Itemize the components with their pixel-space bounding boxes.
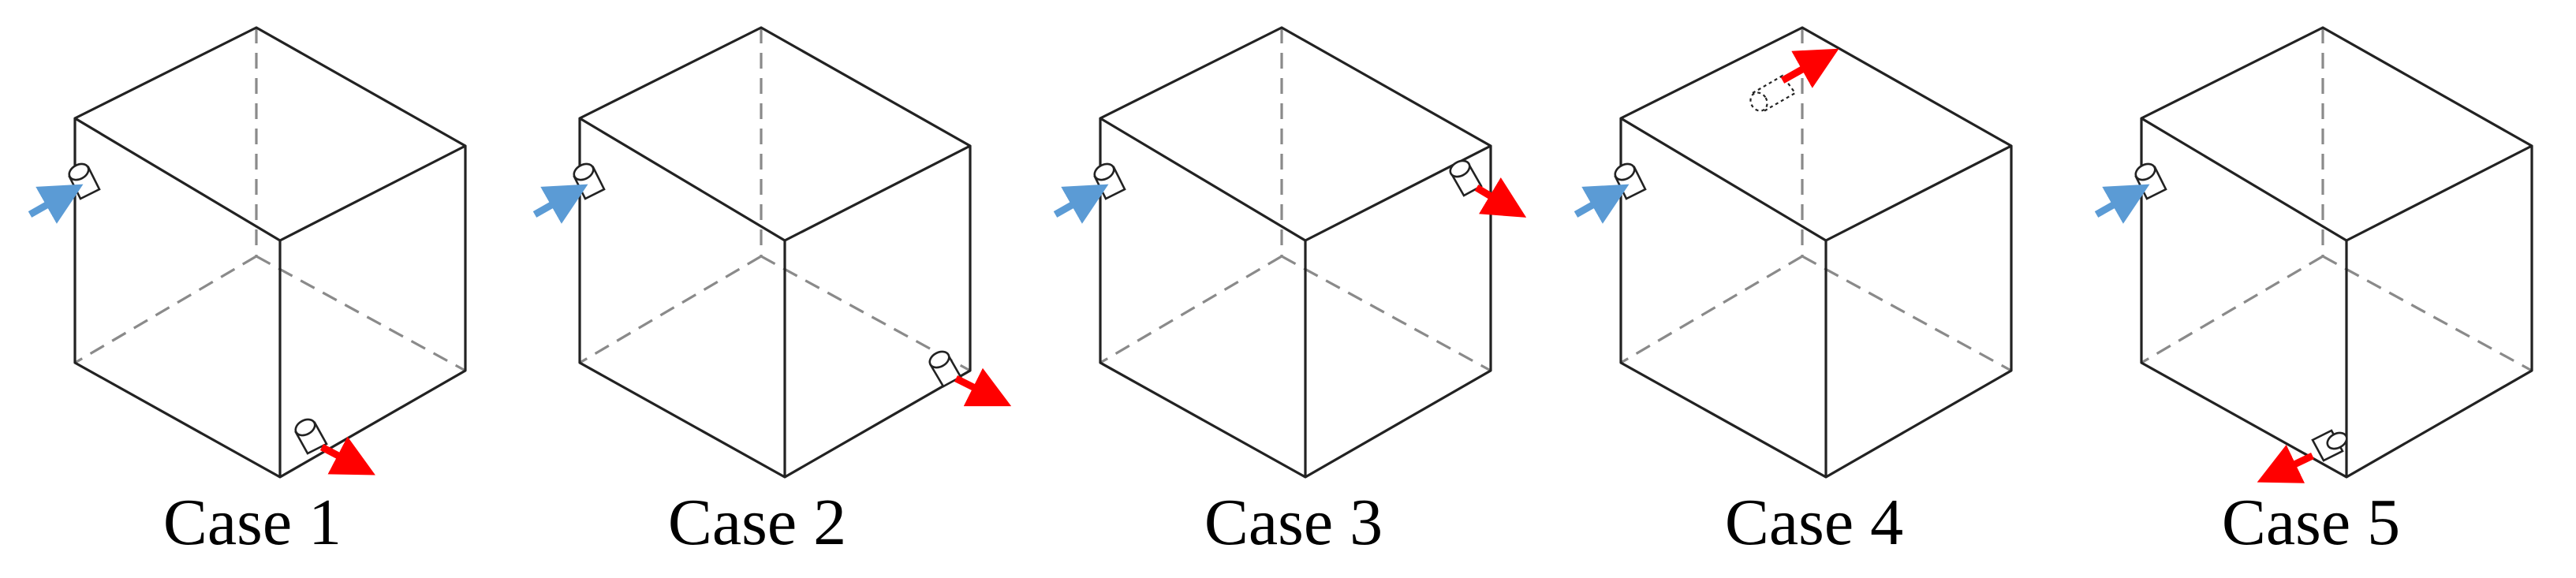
case-1-inlet-port [68,162,101,200]
case-2-inlet-arrow [532,184,588,224]
case-1-outlet-port [294,418,328,455]
case-2-cube [578,26,972,479]
case-4-inlet-arrow [1574,184,1630,224]
case-5-cube [2140,26,2533,479]
case-1-cube [73,26,467,479]
case-5-panel: Case 5 [2094,26,2533,559]
case-2-label: Case 2 [668,486,846,559]
case-4-panel: Case 4 [1574,26,2013,559]
case-3-outlet-arrow [1474,177,1527,218]
case-1-label: Case 1 [163,486,342,559]
case-3-inlet-arrow [1053,184,1109,224]
case-1-inlet-arrow [28,184,84,224]
case-3-cube [1099,26,1492,479]
case-2-inlet-port [573,162,606,200]
case-4-label: Case 4 [1725,486,1903,559]
case-3-inlet-port [1093,162,1126,200]
case-4-cube [1619,26,2013,479]
case-3-label: Case 3 [1204,486,1383,559]
case-5-outlet-port [2311,429,2348,462]
case-4-outlet-arrow [1780,48,1839,88]
case-4-inlet-port [1614,162,1647,200]
case-2-outlet-arrow [954,367,1012,407]
case-1-outlet-arrow [319,436,375,475]
case-5-inlet-port [2134,162,2167,200]
case-5-inlet-arrow [2094,184,2150,224]
case-3-panel: Case 3 [1053,26,1527,559]
case-5-label: Case 5 [2222,486,2400,559]
case-5-outlet-arrow [2257,444,2314,483]
case-1-panel: Case 1 [28,26,467,559]
case-4-outlet-port [1749,74,1797,112]
case-2-panel: Case 2 [532,26,1012,559]
